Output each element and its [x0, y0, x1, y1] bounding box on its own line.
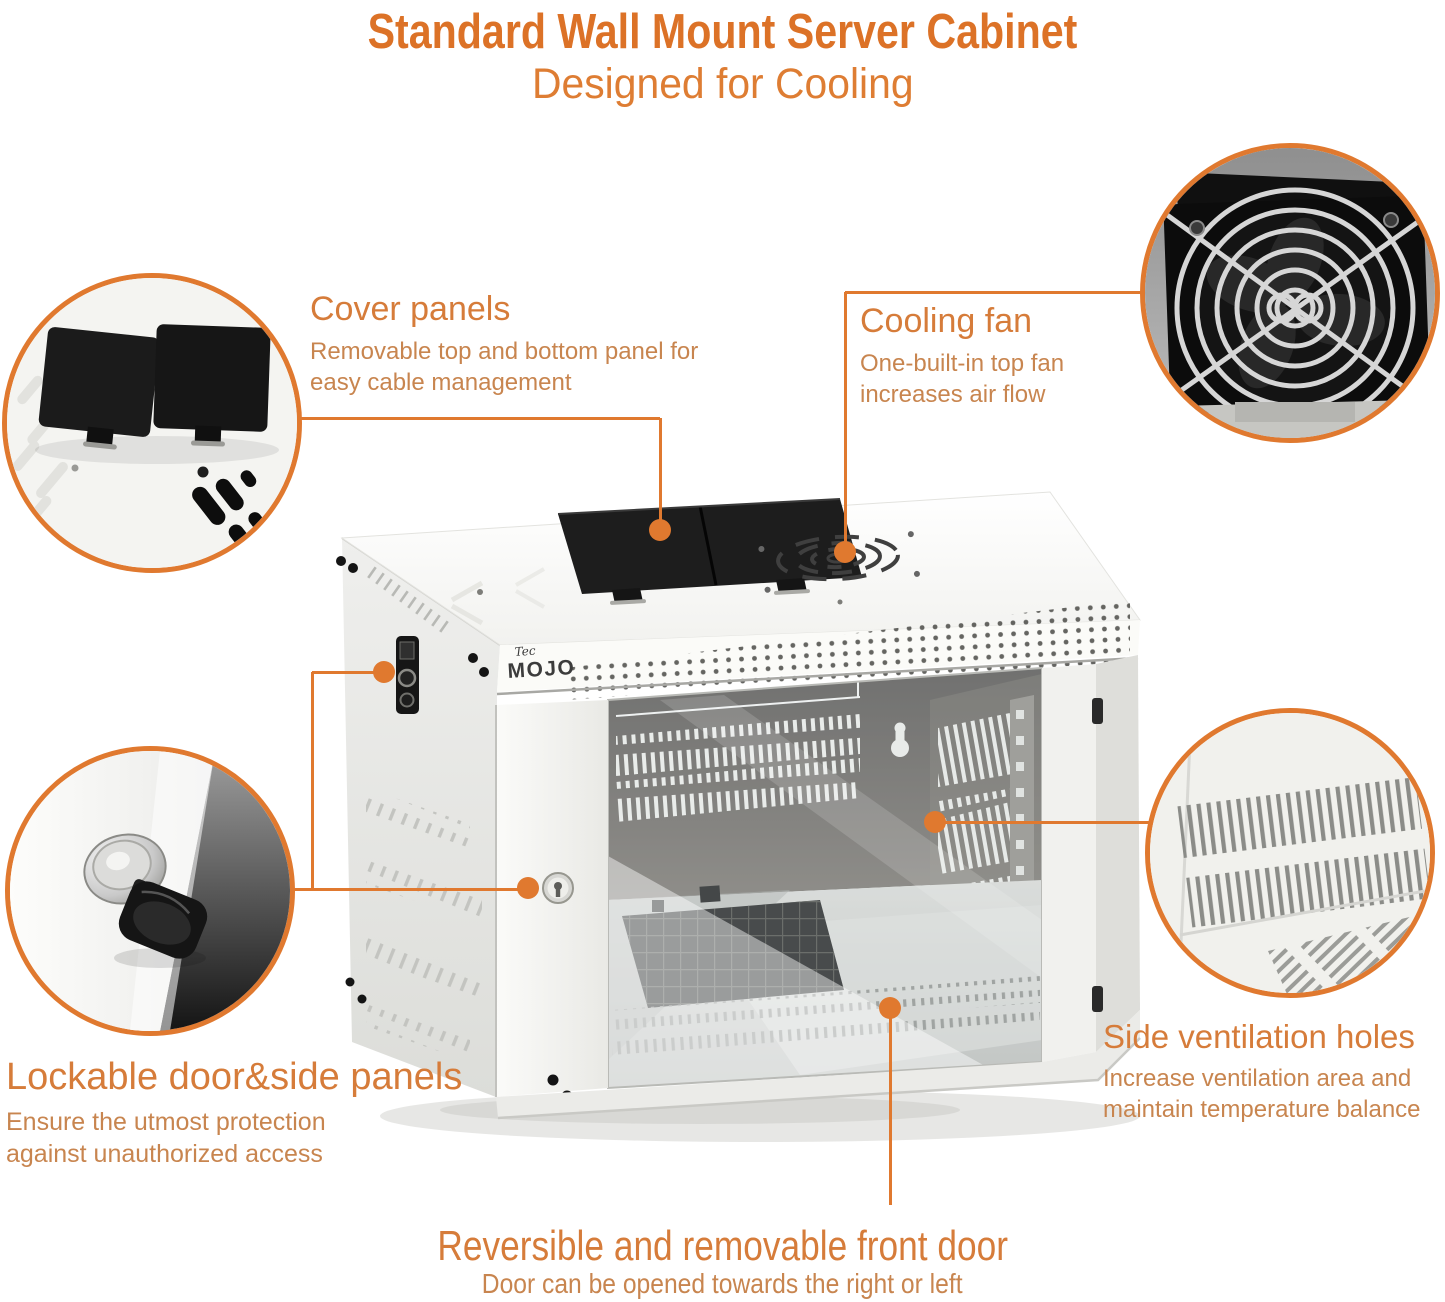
- lockable-door-body-line2: against unauthorized access: [6, 1140, 323, 1169]
- lock-callout-line-h1: [312, 670, 385, 674]
- cover-panels-body-line2: easy cable management: [310, 368, 572, 396]
- front-door-body-line1: Door can be opened towards the right or …: [482, 1268, 963, 1299]
- side-lock-callout-dot: [373, 661, 395, 683]
- door-lock-callout-dot: [517, 877, 539, 899]
- front-door-lock: [542, 872, 574, 904]
- side-vent-callout-line: [935, 820, 1150, 824]
- key-head: [118, 879, 208, 959]
- lockable-door-body-line1: Ensure the utmost protection: [6, 1107, 326, 1136]
- front-door-callout-dot: [879, 997, 901, 1019]
- top-embossed-chevron: [450, 580, 484, 626]
- cabinet-base: [496, 1010, 1141, 1120]
- bottom-vent-strip: [612, 976, 1040, 1030]
- cabinet-front-bevel: Tec MOJO: [496, 600, 1140, 700]
- cage-nut-plate: [622, 885, 844, 1008]
- side-panel-lock: [396, 636, 419, 714]
- cover-panels-callout-dot: [649, 519, 671, 541]
- glass-tint: [608, 668, 1042, 1088]
- black-cover-plates: [38, 324, 271, 450]
- side-ventilation-heading: Side ventilation holes: [1103, 1018, 1415, 1055]
- cover-panels-callout-line-v: [658, 418, 662, 532]
- side-ventilation-callout: Side ventilation holes Increase ventilat…: [1103, 1018, 1421, 1125]
- cover-panels-photo-circle: [2, 273, 302, 573]
- front-door-callout-line: [888, 1007, 892, 1205]
- lock-callout-line-h2: [293, 887, 529, 891]
- cooling-fan-body-line1: One-built-in top fan: [860, 349, 1065, 377]
- brand-script-text: Tec: [514, 644, 536, 659]
- cooling-fan-callout-line-v: [843, 292, 847, 552]
- cover-panels-body-line1: Removable top and bottom panel for: [310, 337, 699, 365]
- vent-slot-rows: [1177, 777, 1430, 942]
- cabinet: Tec MOJO: [336, 491, 1141, 1120]
- front-door-callout-body: Door can be opened towards the right or …: [0, 1268, 1445, 1300]
- wall-mount-keyhole: [891, 722, 909, 757]
- cooling-fan-callout-line-h: [845, 290, 1142, 294]
- side-vent-photo-circle: [1145, 708, 1435, 998]
- side-ventilation-body-line2: maintain temperature balance: [1103, 1095, 1421, 1123]
- cabinet-interior: [607, 666, 1043, 1090]
- dark-background: [160, 751, 290, 1031]
- cabinet-right-edge: [1096, 655, 1140, 1052]
- cooling-fan-body-line2: increases air flow: [860, 380, 1046, 408]
- page-subtitle: Designed for Cooling: [0, 60, 1445, 109]
- panel-bolts: [336, 556, 489, 1004]
- bevel-perforation: [565, 600, 1130, 700]
- door-right-stile: [1042, 664, 1096, 1062]
- lock-photo-circle: [5, 746, 295, 1036]
- cooling-fan-callout-dot: [834, 541, 856, 563]
- cooling-fan-photo-circle: [1140, 143, 1440, 443]
- cover-panels-heading: Cover panels: [310, 290, 511, 328]
- page-subtitle-text: Designed for Cooling: [531, 60, 914, 108]
- cooling-fan-closeup: [1145, 148, 1435, 438]
- front-door-heading: Reversible and removable front door: [437, 1222, 1008, 1269]
- page-title: Standard Wall Mount Server Cabinet: [0, 4, 1445, 60]
- door-hinges: [1092, 698, 1103, 1012]
- brand-name-text: MOJO: [507, 656, 576, 683]
- left-panel-top-vents: [367, 566, 449, 633]
- lock-closeup: [10, 751, 290, 1031]
- front-door-callout: Reversible and removable front door: [0, 1222, 1445, 1270]
- cover-panels-callout: Cover panels Removable top and bottom pa…: [310, 290, 699, 398]
- cover-panels-closeup: [7, 278, 297, 568]
- side-vent-closeup: [1150, 713, 1430, 993]
- brand-logo: Tec MOJO: [507, 644, 576, 683]
- lockable-door-heading: Lockable door&side panels: [6, 1056, 463, 1098]
- lock-callout-line-v: [310, 672, 314, 889]
- lockable-door-callout: Lockable door&side panels Ensure the utm…: [6, 1056, 463, 1171]
- left-panel-vent-bands: [366, 788, 482, 1062]
- side-ventilation-body-line1: Increase ventilation area and: [1103, 1064, 1412, 1092]
- page-title-text: Standard Wall Mount Server Cabinet: [367, 5, 1078, 59]
- cooling-fan-heading: Cooling fan: [860, 302, 1033, 340]
- cooling-fan-callout: Cooling fan One-built-in top fan increas…: [860, 302, 1065, 410]
- side-vent-callout-dot: [924, 811, 946, 833]
- cover-panels-callout-line-h: [300, 416, 660, 420]
- cabinet-top-face: [340, 491, 1141, 646]
